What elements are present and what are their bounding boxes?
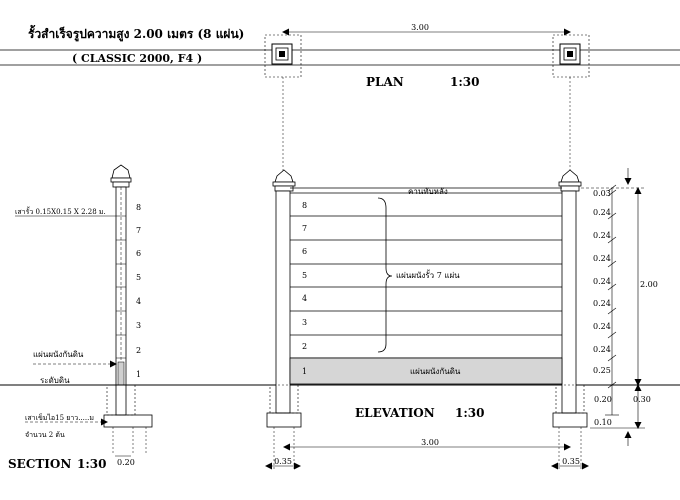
plan-post-left: [264, 34, 302, 78]
dim-tick: [607, 212, 617, 220]
dim-segment-2: 0.24: [593, 208, 611, 217]
section-panel-8: 8: [136, 203, 141, 212]
dim-tick: [607, 283, 617, 291]
dim-segment-1: 0.03: [593, 189, 611, 198]
dim-segment-8: 0.24: [593, 345, 611, 354]
section-panel-4: 4: [136, 297, 141, 306]
height-dimensions: 2.00 0.03 0.24 0.24 0.24 0.24 0.24 0.24 …: [581, 168, 658, 446]
section-scale: 1:30: [77, 457, 106, 471]
section-pile-note-1: เสาเข็มไอ15 ยาว.....ม: [25, 413, 94, 422]
dim-tick: [607, 236, 617, 244]
title-line-2: ( CLASSIC 2000, F4 ): [72, 52, 202, 65]
dim-below-1: 0.20: [594, 395, 612, 404]
section-footing-width: 0.20: [117, 458, 135, 467]
dim-tick: [607, 189, 617, 197]
dim-below-2: 0.10: [594, 418, 612, 427]
plan-span-label: 3.00: [411, 23, 429, 32]
elevation-panel-3: 3: [302, 318, 307, 327]
plan-scale: 1:30: [450, 75, 479, 89]
section-panel-5: 5: [136, 273, 141, 282]
elevation-top-beam: คานทับหลัง: [408, 187, 448, 196]
elevation-view: คานทับหลัง แผ่นผนังรั้ว 7 แผ่น แผ่นผนังก…: [265, 169, 589, 470]
plan-post-right: [552, 34, 590, 78]
dim-segment-3: 0.24: [593, 231, 611, 240]
section-label: SECTION: [8, 457, 71, 471]
elevation-footing-left: 0.35: [274, 457, 292, 466]
elevation-panel-2: 2: [302, 342, 307, 351]
plan-label: PLAN: [366, 75, 404, 89]
dim-segment-5: 0.24: [593, 277, 611, 286]
section-pile-note-2: จำนวน 2 ต้น: [25, 431, 65, 439]
dim-total-height: 2.00: [640, 280, 658, 289]
elevation-panel-5: 5: [302, 271, 307, 280]
elevation-scale: 1:30: [455, 406, 484, 420]
dim-tick: [607, 307, 617, 315]
elevation-span-label: 3.00: [421, 438, 439, 447]
dim-tick: [607, 184, 617, 192]
elevation-label: ELEVATION: [355, 406, 435, 420]
elevation-post-left: [275, 190, 291, 414]
dim-tick: [607, 260, 617, 268]
section-retaining-note: แผ่นผนังกันดิน: [33, 350, 84, 359]
dim-tick: [607, 354, 617, 362]
section-view: เสารั้ว 0.15X0.15 X 2.28 ม. 1 2 3 4 5 6 …: [8, 164, 153, 471]
elevation-panel-8: 8: [302, 201, 307, 210]
elevation-panel-1: 1: [302, 367, 307, 376]
elevation-panel-7: 7: [302, 224, 307, 233]
section-panel-7: 7: [136, 226, 141, 235]
section-panel-3: 3: [136, 321, 141, 330]
elevation-retaining-label: แผ่นผนังกันดิน: [410, 367, 461, 376]
dim-below-total: 0.30: [633, 395, 651, 404]
elevation-retaining-panel: [289, 357, 563, 385]
section-panel-1: 1: [136, 370, 141, 379]
elevation-panel-4: 4: [302, 294, 307, 303]
dim-tick: [607, 331, 617, 339]
section-ground-note: ระดับดิน: [40, 376, 70, 385]
title-line-1: รั้วสำเร็จรูปความสูง 2.00 เมตร (8 แผ่น): [28, 24, 244, 42]
section-post-note: เสารั้ว 0.15X0.15 X 2.28 ม.: [15, 205, 106, 216]
elevation-panel-6: 6: [302, 247, 307, 256]
elevation-panels-note: แผ่นผนังรั้ว 7 แผ่น: [396, 269, 460, 280]
dim-segment-9: 0.25: [593, 366, 611, 375]
dim-segment-6: 0.24: [593, 299, 611, 308]
section-panel-6: 6: [136, 249, 141, 258]
elevation-footing-right: 0.35: [562, 457, 580, 466]
section-panel-2: 2: [136, 346, 141, 355]
elevation-post-right: [561, 190, 577, 414]
dim-segment-4: 0.24: [593, 254, 611, 263]
dim-segment-7: 0.24: [593, 322, 611, 331]
plan-view: 3.00 PLAN 1:30: [0, 23, 680, 172]
